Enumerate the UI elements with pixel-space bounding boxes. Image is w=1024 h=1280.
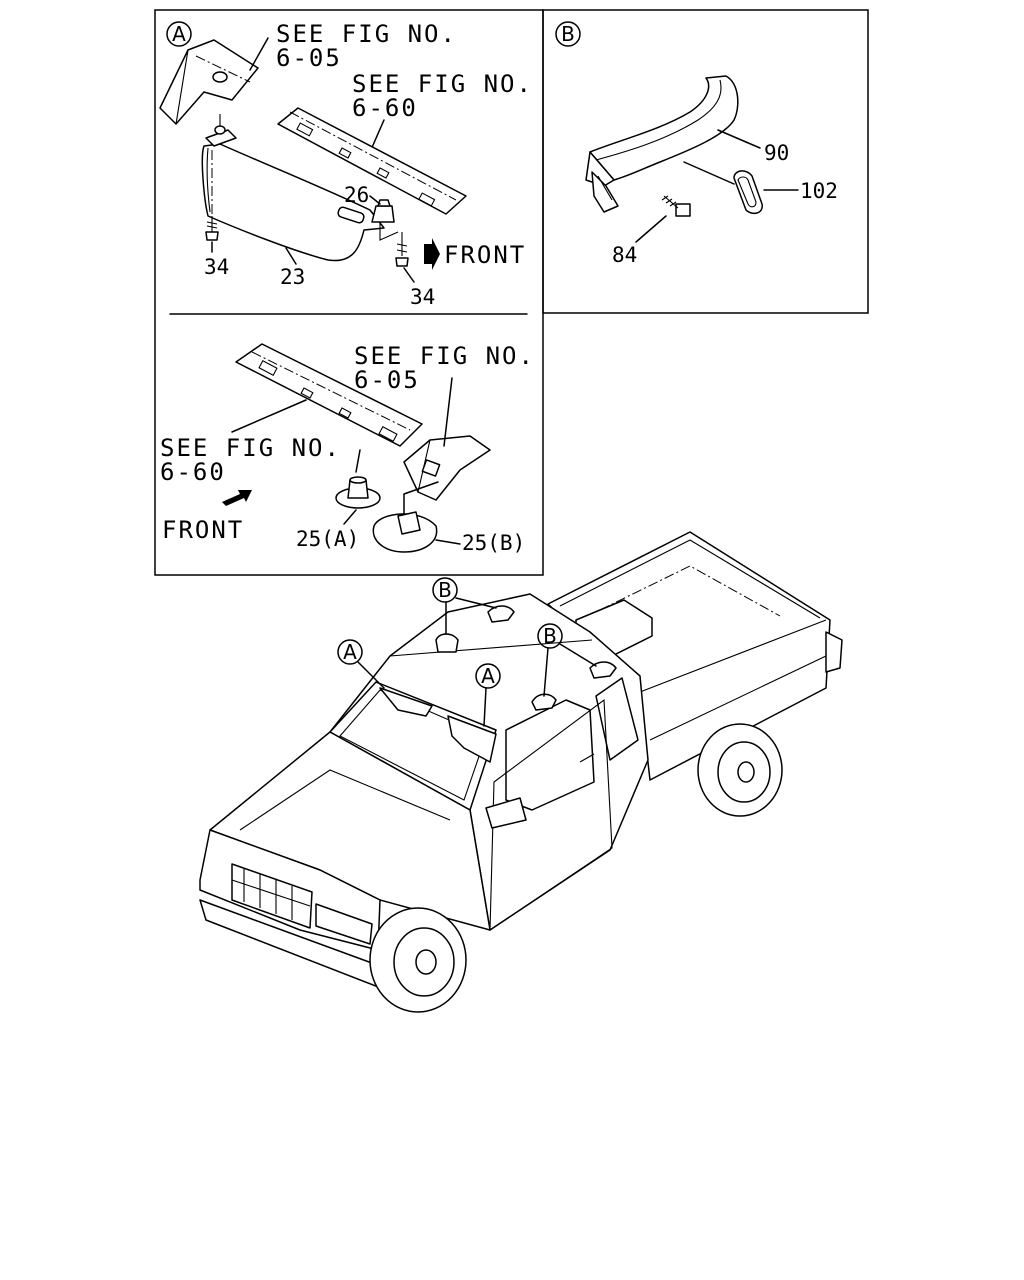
pillar-lower: [403, 435, 491, 501]
clip-26: [371, 199, 399, 241]
cover-102: [733, 170, 763, 215]
part-label-25a: 25(A): [296, 527, 359, 551]
front-label-bottom: FRONT: [162, 516, 244, 544]
part-label-90: 90: [764, 141, 789, 165]
part-label-34-right: 34: [410, 285, 435, 309]
roof-rail-lower: [235, 343, 423, 447]
vehicle-marker-a1-label: A: [343, 640, 357, 664]
detail-b-marker: B: [555, 21, 581, 47]
screw-34-right: [395, 232, 409, 267]
assist-grip-90: [585, 75, 739, 213]
vehicle-marker-b1-label: B: [438, 578, 452, 602]
vehicle-marker-a2-label: A: [481, 664, 495, 688]
ref-see-fig-top-line2: 6-05: [276, 44, 342, 72]
detail-b-panel: B 90 102 84: [542, 9, 869, 314]
ref-see-fig-mid-line2: 6-60: [352, 94, 418, 122]
vehicle-marker-b1: B: [432, 577, 497, 635]
part-label-84: 84: [612, 243, 637, 267]
part-label-34-left: 34: [204, 255, 229, 279]
front-arrow-top-icon: [424, 238, 440, 270]
front-wheel: [369, 907, 467, 1013]
bolt-84: [661, 195, 691, 217]
ref-see-fig-lower-left-line1: SEE FIG NO.: [160, 434, 341, 462]
pickup-truck: [199, 531, 843, 1013]
ref-see-fig-top-line1: SEE FIG NO.: [276, 20, 457, 48]
part-label-25b: 25(B): [462, 531, 525, 555]
ref-see-fig-lower-left-line2: 6-60: [160, 458, 226, 486]
clip-25b: [372, 481, 439, 553]
detail-b-marker-label: B: [561, 22, 575, 46]
part-label-23: 23: [280, 265, 305, 289]
vehicle-marker-a2: A: [475, 663, 501, 727]
part-label-102: 102: [800, 179, 838, 203]
part-label-26: 26: [344, 183, 369, 207]
ref-see-fig-mid-line1: SEE FIG NO.: [352, 70, 533, 98]
vehicle-marker-b2-label: B: [543, 624, 557, 648]
detail-a-panel: A SEE FIG NO. 6-05 SEE FIG NO. 6-60: [154, 9, 544, 576]
screw-34-left: [205, 216, 219, 241]
vehicle-marker-b2: B: [537, 623, 597, 697]
roof-rail-upper: [277, 107, 467, 215]
pillar-bracket-top: [159, 39, 259, 125]
rear-wheel: [697, 723, 783, 817]
front-label-top: FRONT: [444, 241, 526, 269]
ref-see-fig-lower-right-line2: 6-05: [354, 366, 420, 394]
vehicle-marker-a1: A: [337, 639, 385, 689]
detail-a-marker: A: [166, 21, 192, 47]
ref-see-fig-lower-right-line1: SEE FIG NO.: [354, 342, 535, 370]
detail-a-marker-label: A: [172, 22, 186, 46]
sun-visor: [201, 114, 385, 262]
clip-25a: [335, 449, 381, 509]
front-arrow-bottom-icon: [222, 490, 252, 506]
